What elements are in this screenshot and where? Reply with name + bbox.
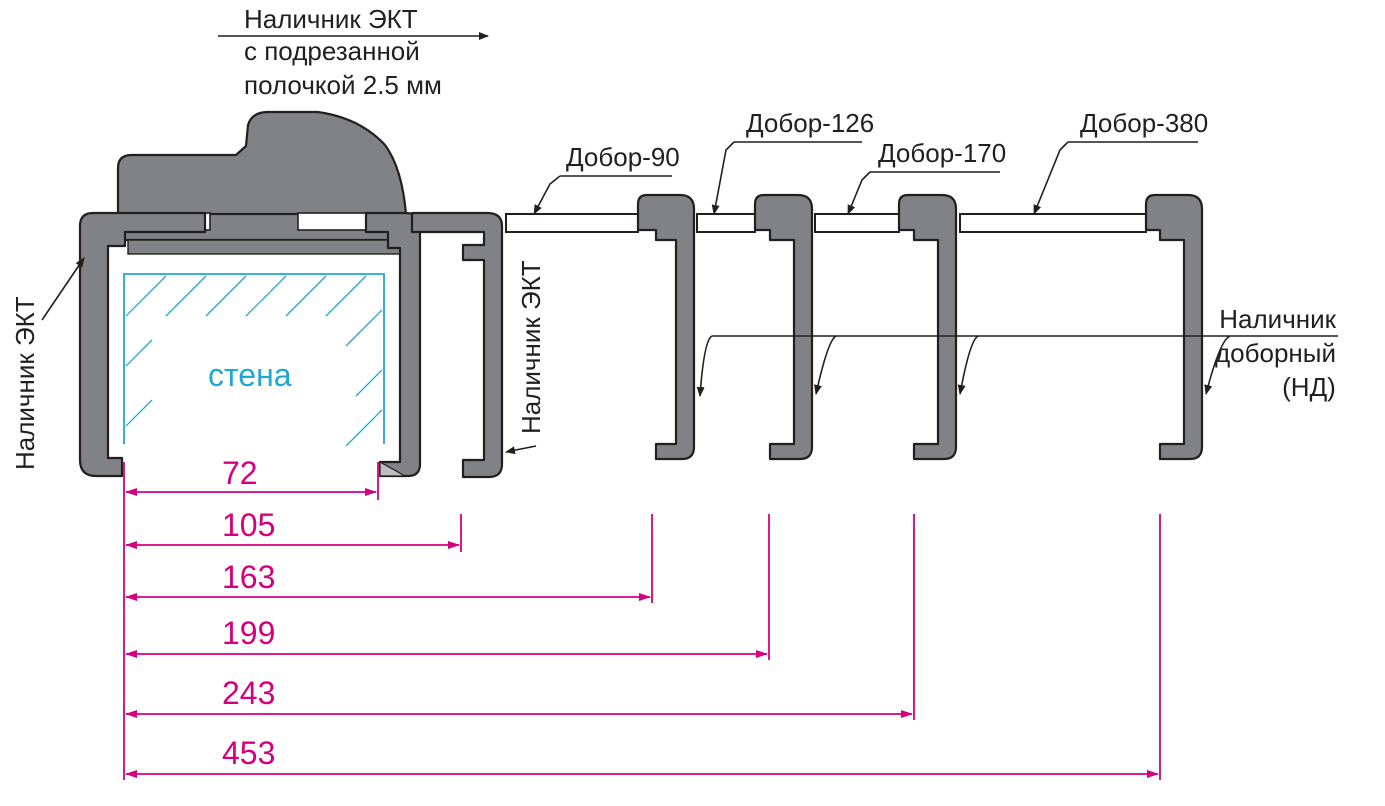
leader-lines [41, 32, 1338, 455]
casing-cut-label-line1: Наличник ЭКТ [244, 4, 418, 34]
dim-163-label: 163 [222, 559, 275, 595]
casing-right-label: Наличник ЭКТ [516, 260, 546, 434]
extension-board-90 [505, 213, 639, 233]
wall-area: стена [123, 273, 385, 447]
dim-72-label: 72 [222, 455, 258, 491]
casing-extra-label-line3: (НД) [1282, 372, 1336, 402]
extension-board-380 [959, 213, 1147, 233]
extension-90-label: Добор-90 [566, 142, 680, 172]
casing-extra-label-line1: Наличник [1219, 304, 1336, 334]
dim-105-label: 105 [222, 507, 275, 543]
extension-board-126 [696, 213, 756, 233]
casing-right-profile [410, 211, 504, 479]
extension-170-label: Добор-170 [878, 138, 1006, 168]
dimension-lines [123, 462, 1161, 780]
wall-label: стена [208, 357, 292, 393]
dim-243-label: 243 [222, 675, 275, 711]
casing-left-label: Наличник ЭКТ [10, 296, 40, 470]
extension-126-label: Добор-126 [746, 108, 874, 138]
extension-380-label: Добор-380 [1080, 108, 1208, 138]
dim-453-label: 453 [222, 735, 275, 771]
casing-left-profile [78, 211, 207, 478]
casing-extra-label-line2: доборный [1215, 338, 1336, 368]
casing-cut-label-line2: с подрезанной [244, 36, 420, 66]
casing-cut-label-line3: полочкой 2.5 мм [244, 70, 442, 100]
extension-casing-2 [753, 193, 814, 461]
extension-board-170 [814, 213, 900, 233]
dim-199-label: 199 [222, 615, 275, 651]
extension-casing-4 [1144, 193, 1204, 461]
casing-cut-shelf [379, 460, 408, 477]
extension-casing-3 [897, 193, 958, 461]
extension-casing-1 [636, 193, 696, 461]
